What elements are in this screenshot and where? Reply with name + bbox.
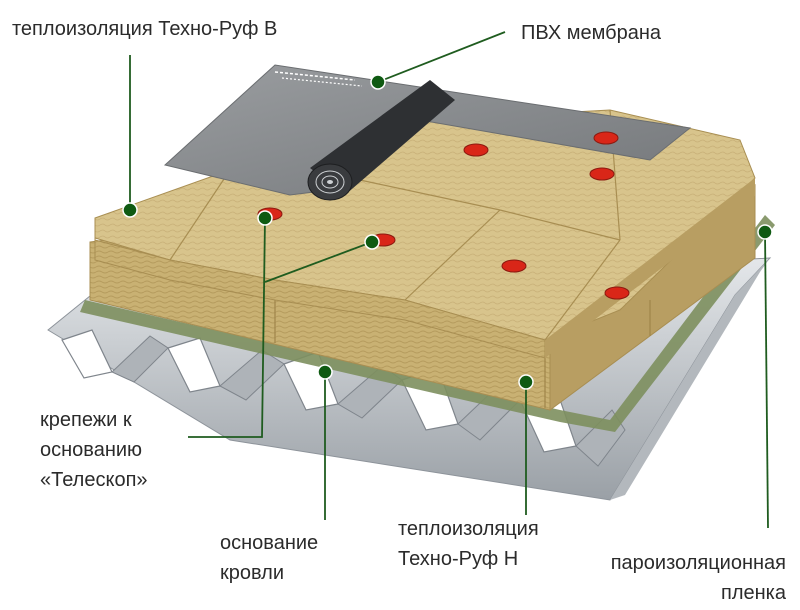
fastener-6 [501,259,527,273]
marker-fastener-b [364,234,380,250]
marker-fastener-a [257,210,273,226]
marker-membrane [370,74,386,90]
vapor-barrier-film [80,215,775,432]
label-fasteners: крепежи к основанию «Телескоп» [40,405,148,495]
label-vapor-barrier-line2: пленка [721,582,786,604]
fastener-7 [604,286,630,300]
marker-vapor [757,224,773,240]
marker-roof-base [317,364,333,380]
pvc-membrane [163,64,692,196]
fastener-3 [463,143,489,157]
leader-fasteners-2 [264,241,373,283]
leader-membrane [377,31,506,83]
label-vapor-barrier: пароизоляционная пленка [611,548,786,608]
label-vapor-barrier-line1: пароизоляционная [610,552,786,574]
label-roof-base: основание кровли [220,528,318,588]
label-top-insulation-text: теплоизоляция Техно-Руф В [12,18,278,40]
marker-bottom-insulation [518,374,534,390]
label-top-insulation: теплоизоляция Техно-Руф В [12,14,277,44]
label-fasteners-line1: крепежи к [40,409,132,431]
label-membrane: ПВХ мембрана [521,18,661,48]
leader-lines [129,31,769,529]
membrane-roll [307,80,455,201]
label-roof-base-line2: кровли [220,562,285,584]
marker-top-insulation [122,202,138,218]
label-fasteners-line3: «Телескоп» [40,469,148,491]
fastener-5 [589,167,615,181]
label-membrane-text: ПВХ мембрана [521,22,661,44]
label-bottom-insulation: теплоизоляция Техно-Руф Н [398,514,539,574]
label-roof-base-line1: основание [220,532,319,554]
leader-vapor [764,231,769,529]
label-fasteners-line2: основанию [40,439,143,461]
fasteners [257,131,630,300]
marker-dots [122,74,773,390]
leader-fasteners [188,217,266,438]
label-bottom-insulation-line1: теплоизоляция [398,518,539,540]
fastener-4 [593,131,619,145]
label-bottom-insulation-line2: Техно-Руф Н [398,548,519,570]
